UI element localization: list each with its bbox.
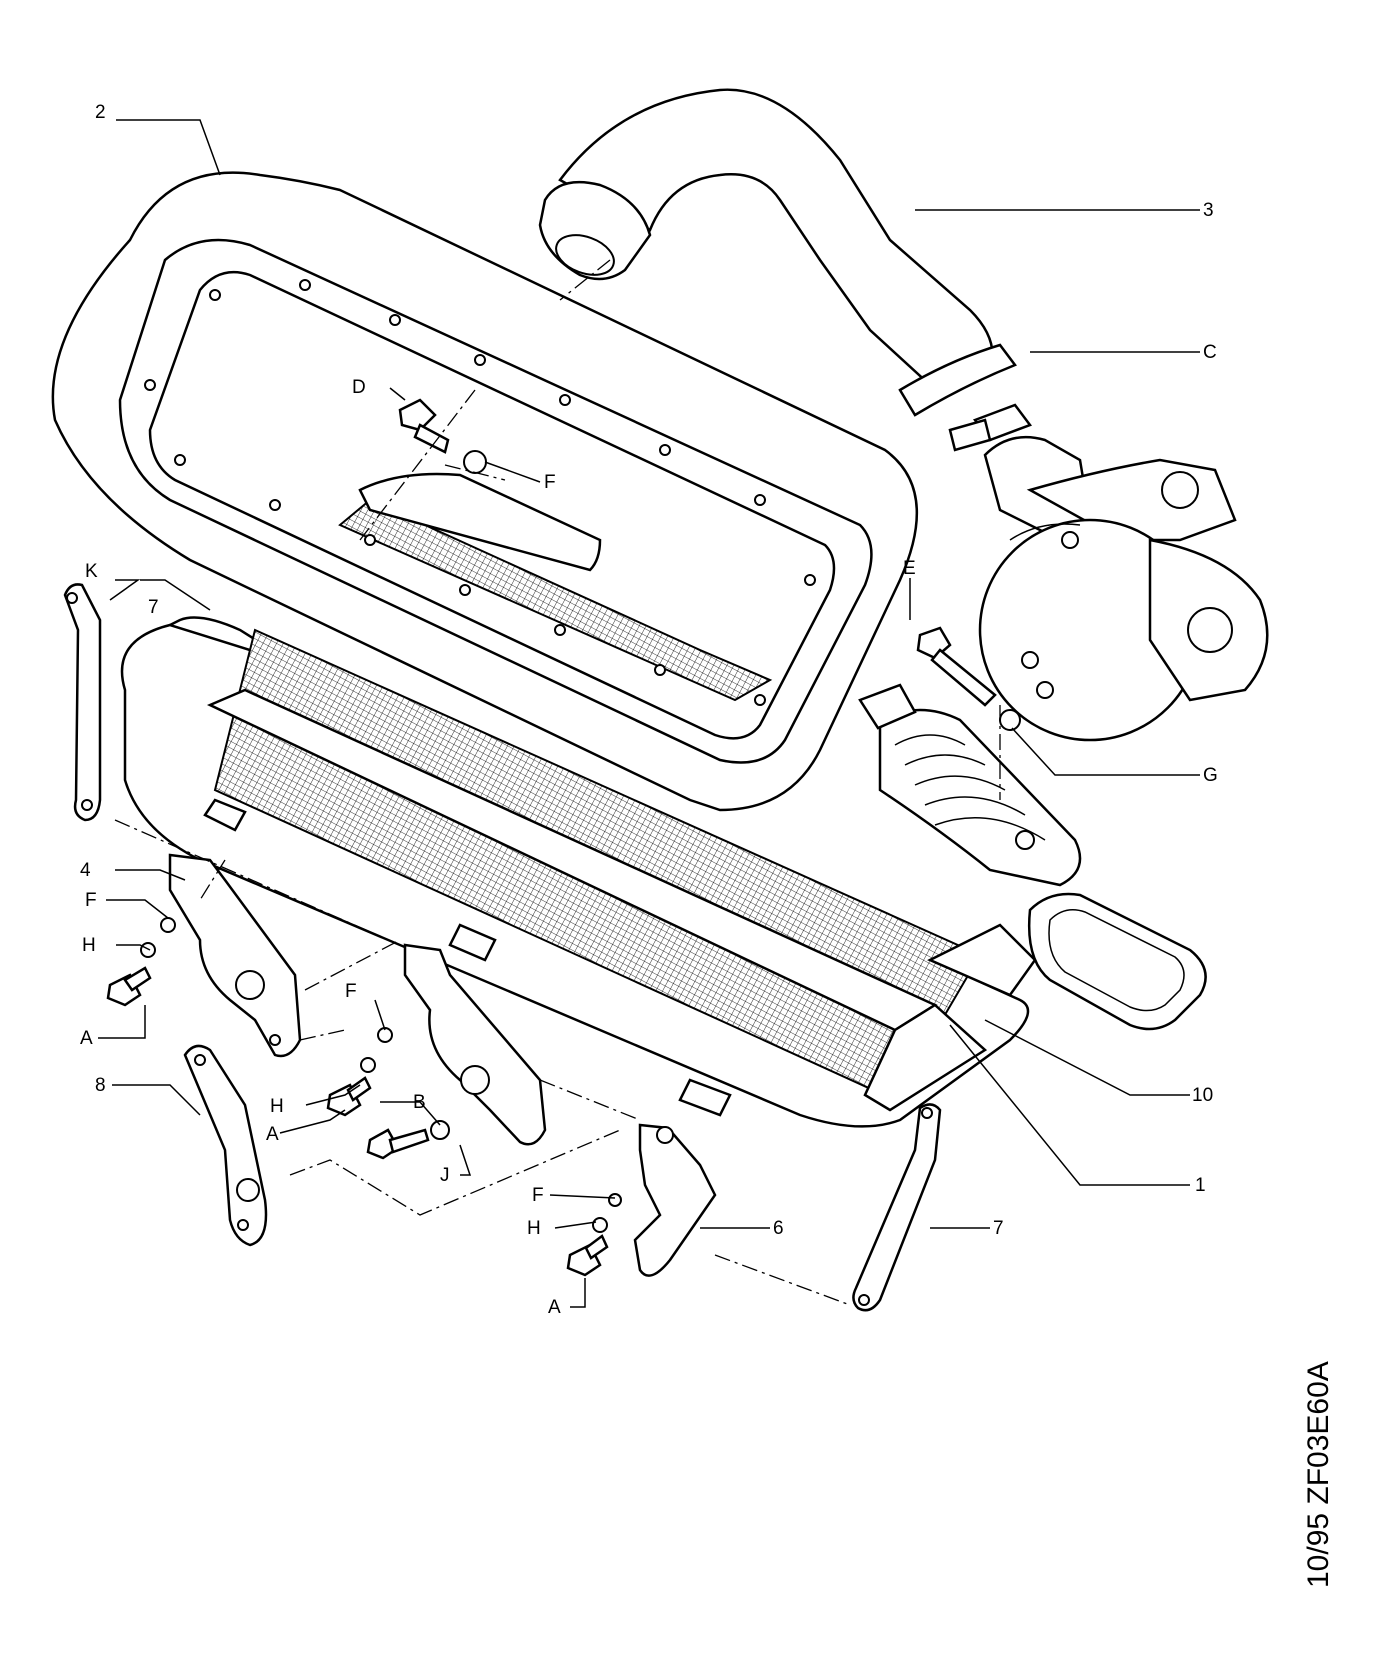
fasteners-right <box>566 1193 622 1277</box>
label-8: 8 <box>95 1075 106 1096</box>
bolt-d <box>398 398 487 474</box>
label-a-left: A <box>80 1028 93 1049</box>
mounting-frame <box>51 171 918 812</box>
label-2: 2 <box>95 102 106 123</box>
reference-code-block: 10/95 ZF03E60A <box>1302 1361 1335 1588</box>
label-7-left: 7 <box>148 597 159 618</box>
label-3: 3 <box>1203 200 1214 221</box>
label-e: E <box>903 558 916 579</box>
strap-left <box>63 583 102 822</box>
label-h-right: H <box>527 1218 541 1239</box>
label-f-top: F <box>544 472 556 493</box>
bracket-4 <box>168 853 302 1058</box>
label-4: 4 <box>80 860 91 881</box>
label-h-left: H <box>82 935 96 956</box>
bolt-e <box>916 626 1021 731</box>
label-b: B <box>413 1092 426 1113</box>
callout-labels: 2 3 C D F E K 7 G 4 F H F A 10 8 H B A J… <box>80 102 1218 1318</box>
label-6: 6 <box>773 1218 784 1239</box>
label-h-middle: H <box>270 1096 284 1117</box>
leader-lines <box>98 119 1200 1308</box>
label-k: K <box>85 561 98 582</box>
outlet-gasket <box>1028 892 1207 1031</box>
label-f-middle: F <box>345 981 357 1002</box>
label-a-right: A <box>548 1297 561 1318</box>
label-a-middle: A <box>266 1124 279 1145</box>
bracket-middle <box>403 943 547 1146</box>
label-g: G <box>1203 765 1218 786</box>
label-c: C <box>1203 342 1217 363</box>
strap-right <box>852 1103 942 1312</box>
label-10: 10 <box>1192 1085 1213 1106</box>
turbocharger <box>978 435 1269 742</box>
label-f-right: F <box>532 1185 544 1206</box>
label-j: J <box>440 1165 450 1186</box>
label-f-left: F <box>85 890 97 911</box>
label-7-right: 7 <box>993 1218 1004 1239</box>
bracket-6 <box>633 1123 717 1277</box>
fasteners-middle <box>326 1027 450 1160</box>
label-d: D <box>352 377 366 398</box>
frame-rivets <box>144 279 816 706</box>
outlet-bellows <box>878 708 1082 887</box>
fasteners-left <box>106 917 176 1007</box>
label-1: 1 <box>1195 1175 1206 1196</box>
hose-clamp <box>898 343 1033 452</box>
reference-code: 10/95 ZF03E60A <box>1302 1361 1335 1588</box>
bracket-8 <box>183 1044 268 1247</box>
assembly-lines <box>114 259 1001 1306</box>
